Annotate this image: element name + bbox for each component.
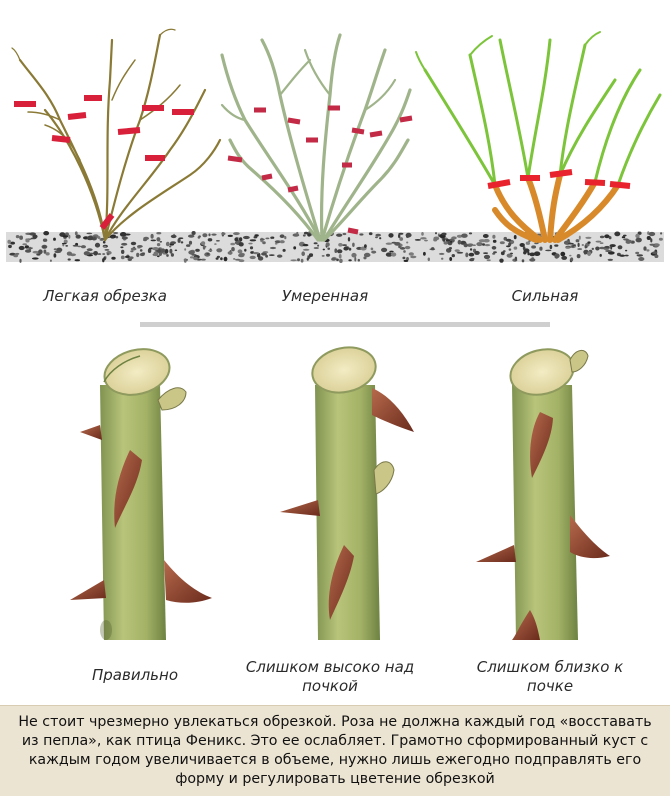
caption-text: Не стоит чрезмерно увлекаться обрезкой. … bbox=[0, 705, 670, 796]
stem-too-close-cut bbox=[476, 348, 610, 640]
divider bbox=[140, 322, 550, 327]
label-light-pruning: Легкая обрезка bbox=[43, 287, 167, 305]
pruning-illustration bbox=[6, 28, 664, 640]
bush-moderate-pruning bbox=[220, 33, 413, 242]
label-moderate-pruning: Умеренная bbox=[281, 287, 369, 305]
stem-correct-cut bbox=[70, 348, 212, 640]
label-too-close-cut: Слишком близко к почке bbox=[476, 658, 624, 695]
cut-marks bbox=[227, 105, 413, 235]
label-strong-pruning: Сильная bbox=[511, 287, 579, 305]
label-correct-cut: Правильно bbox=[92, 666, 178, 684]
stem-too-high-cut bbox=[280, 346, 414, 640]
cut-marks bbox=[487, 169, 631, 189]
cut-marks bbox=[14, 95, 194, 230]
label-too-high-cut: Слишком высоко над почкой bbox=[245, 658, 415, 695]
bush-strong-pruning bbox=[415, 31, 662, 243]
bush-light-pruning bbox=[11, 28, 222, 242]
